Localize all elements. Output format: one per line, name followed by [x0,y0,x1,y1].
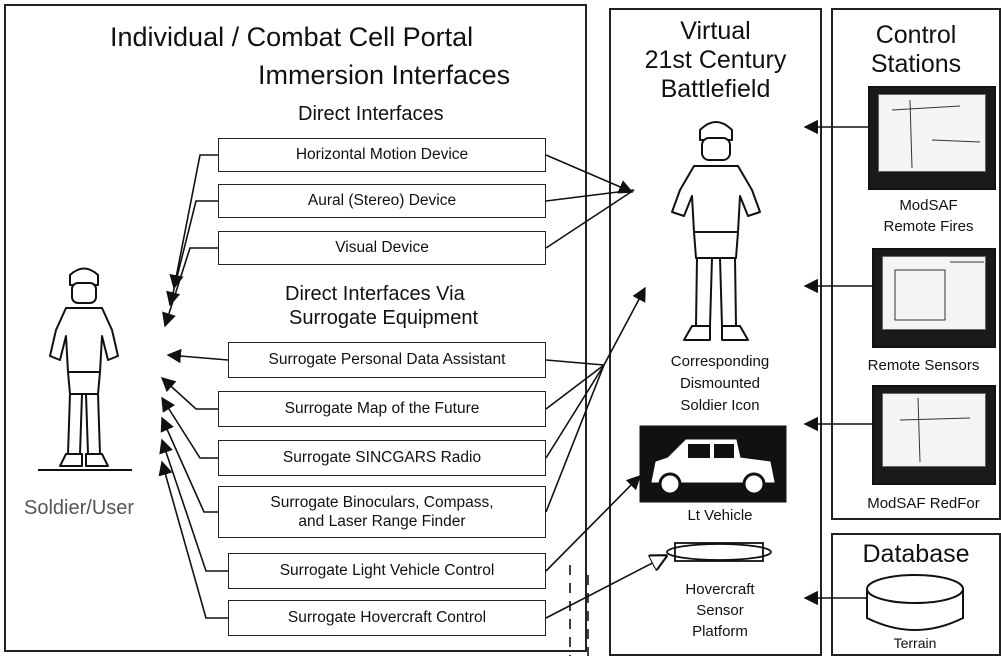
database-panel [831,533,1001,656]
soldier-user-label: Soldier/User [24,497,135,519]
hovercraft-label-1: Hovercraft [685,581,755,598]
modsaf-remote-fires-monitor [868,86,996,190]
modsaf-redfor-label: ModSAF RedFor [867,495,980,512]
control-arrows [803,119,872,606]
horizontal-motion-device-box: Horizontal Motion Device [218,138,546,172]
surrogate-header-line2: Surrogate Equipment [289,307,479,329]
battlefield-panel [609,8,822,656]
soldier-icon-caption-3: Soldier Icon [680,397,760,414]
dismounted-soldier-icon [671,121,761,341]
surrogate-pda-box: Surrogate Personal Data Assistant [228,342,546,378]
portal-panel [4,4,587,652]
battlefield-title-2: 21st Century [644,46,787,74]
remote-sensors-label: Remote Sensors [867,357,980,374]
battlefield-title-3: Battlefield [660,75,771,103]
direct-interfaces-header: Direct Interfaces [298,103,444,125]
binoculars-line1: Surrogate Binoculars, Compass, [270,493,494,511]
soldier-user-figure [49,267,119,467]
control-stations-panel [831,8,1001,520]
modsaf-remote-fires-label-2: Remote Fires [883,218,974,235]
surrogate-sincgars-box: Surrogate SINCGARS Radio [218,440,546,476]
modsaf-remote-fires-label-1: ModSAF [899,197,958,214]
terrain-label: Terrain [893,635,937,651]
binoculars-line2: and Laser Range Finder [298,513,466,530]
remote-sensors-monitor [872,248,996,348]
battlefield-arrows [545,154,666,619]
control-title-1: Control [875,21,957,49]
surrogate-header-line1: Direct Interfaces Via [285,283,465,305]
terrain-database-icon [866,574,964,631]
hovercraft-icon [666,542,772,562]
lt-vehicle-label: Lt Vehicle [687,507,753,524]
portal-subtitle: Immersion Interfaces [258,60,511,90]
database-title: Database [862,540,970,568]
surrogate-map-box: Surrogate Map of the Future [218,391,546,427]
surrogate-binoculars-box: Surrogate Binoculars, Compass, and Laser… [218,486,546,538]
portal-title: Individual / Combat Cell Portal [110,22,474,52]
battlefield-title-1: Virtual [680,17,751,45]
soldier-icon-caption-2: Dismounted [679,375,761,392]
soldier-icon-caption-1: Corresponding [670,353,770,370]
modsaf-redfor-monitor [872,385,996,485]
hovercraft-label-3: Platform [692,623,748,640]
surrogate-hovercraft-box: Surrogate Hovercraft Control [228,600,546,636]
surrogate-light-vehicle-box: Surrogate Light Vehicle Control [228,553,546,589]
control-title-2: Stations [870,50,962,78]
visual-device-box: Visual Device [218,231,546,265]
aural-stereo-device-box: Aural (Stereo) Device [218,184,546,218]
user-arrows [158,154,229,619]
hovercraft-label-2: Sensor [696,602,744,619]
lt-vehicle-icon [639,425,787,503]
